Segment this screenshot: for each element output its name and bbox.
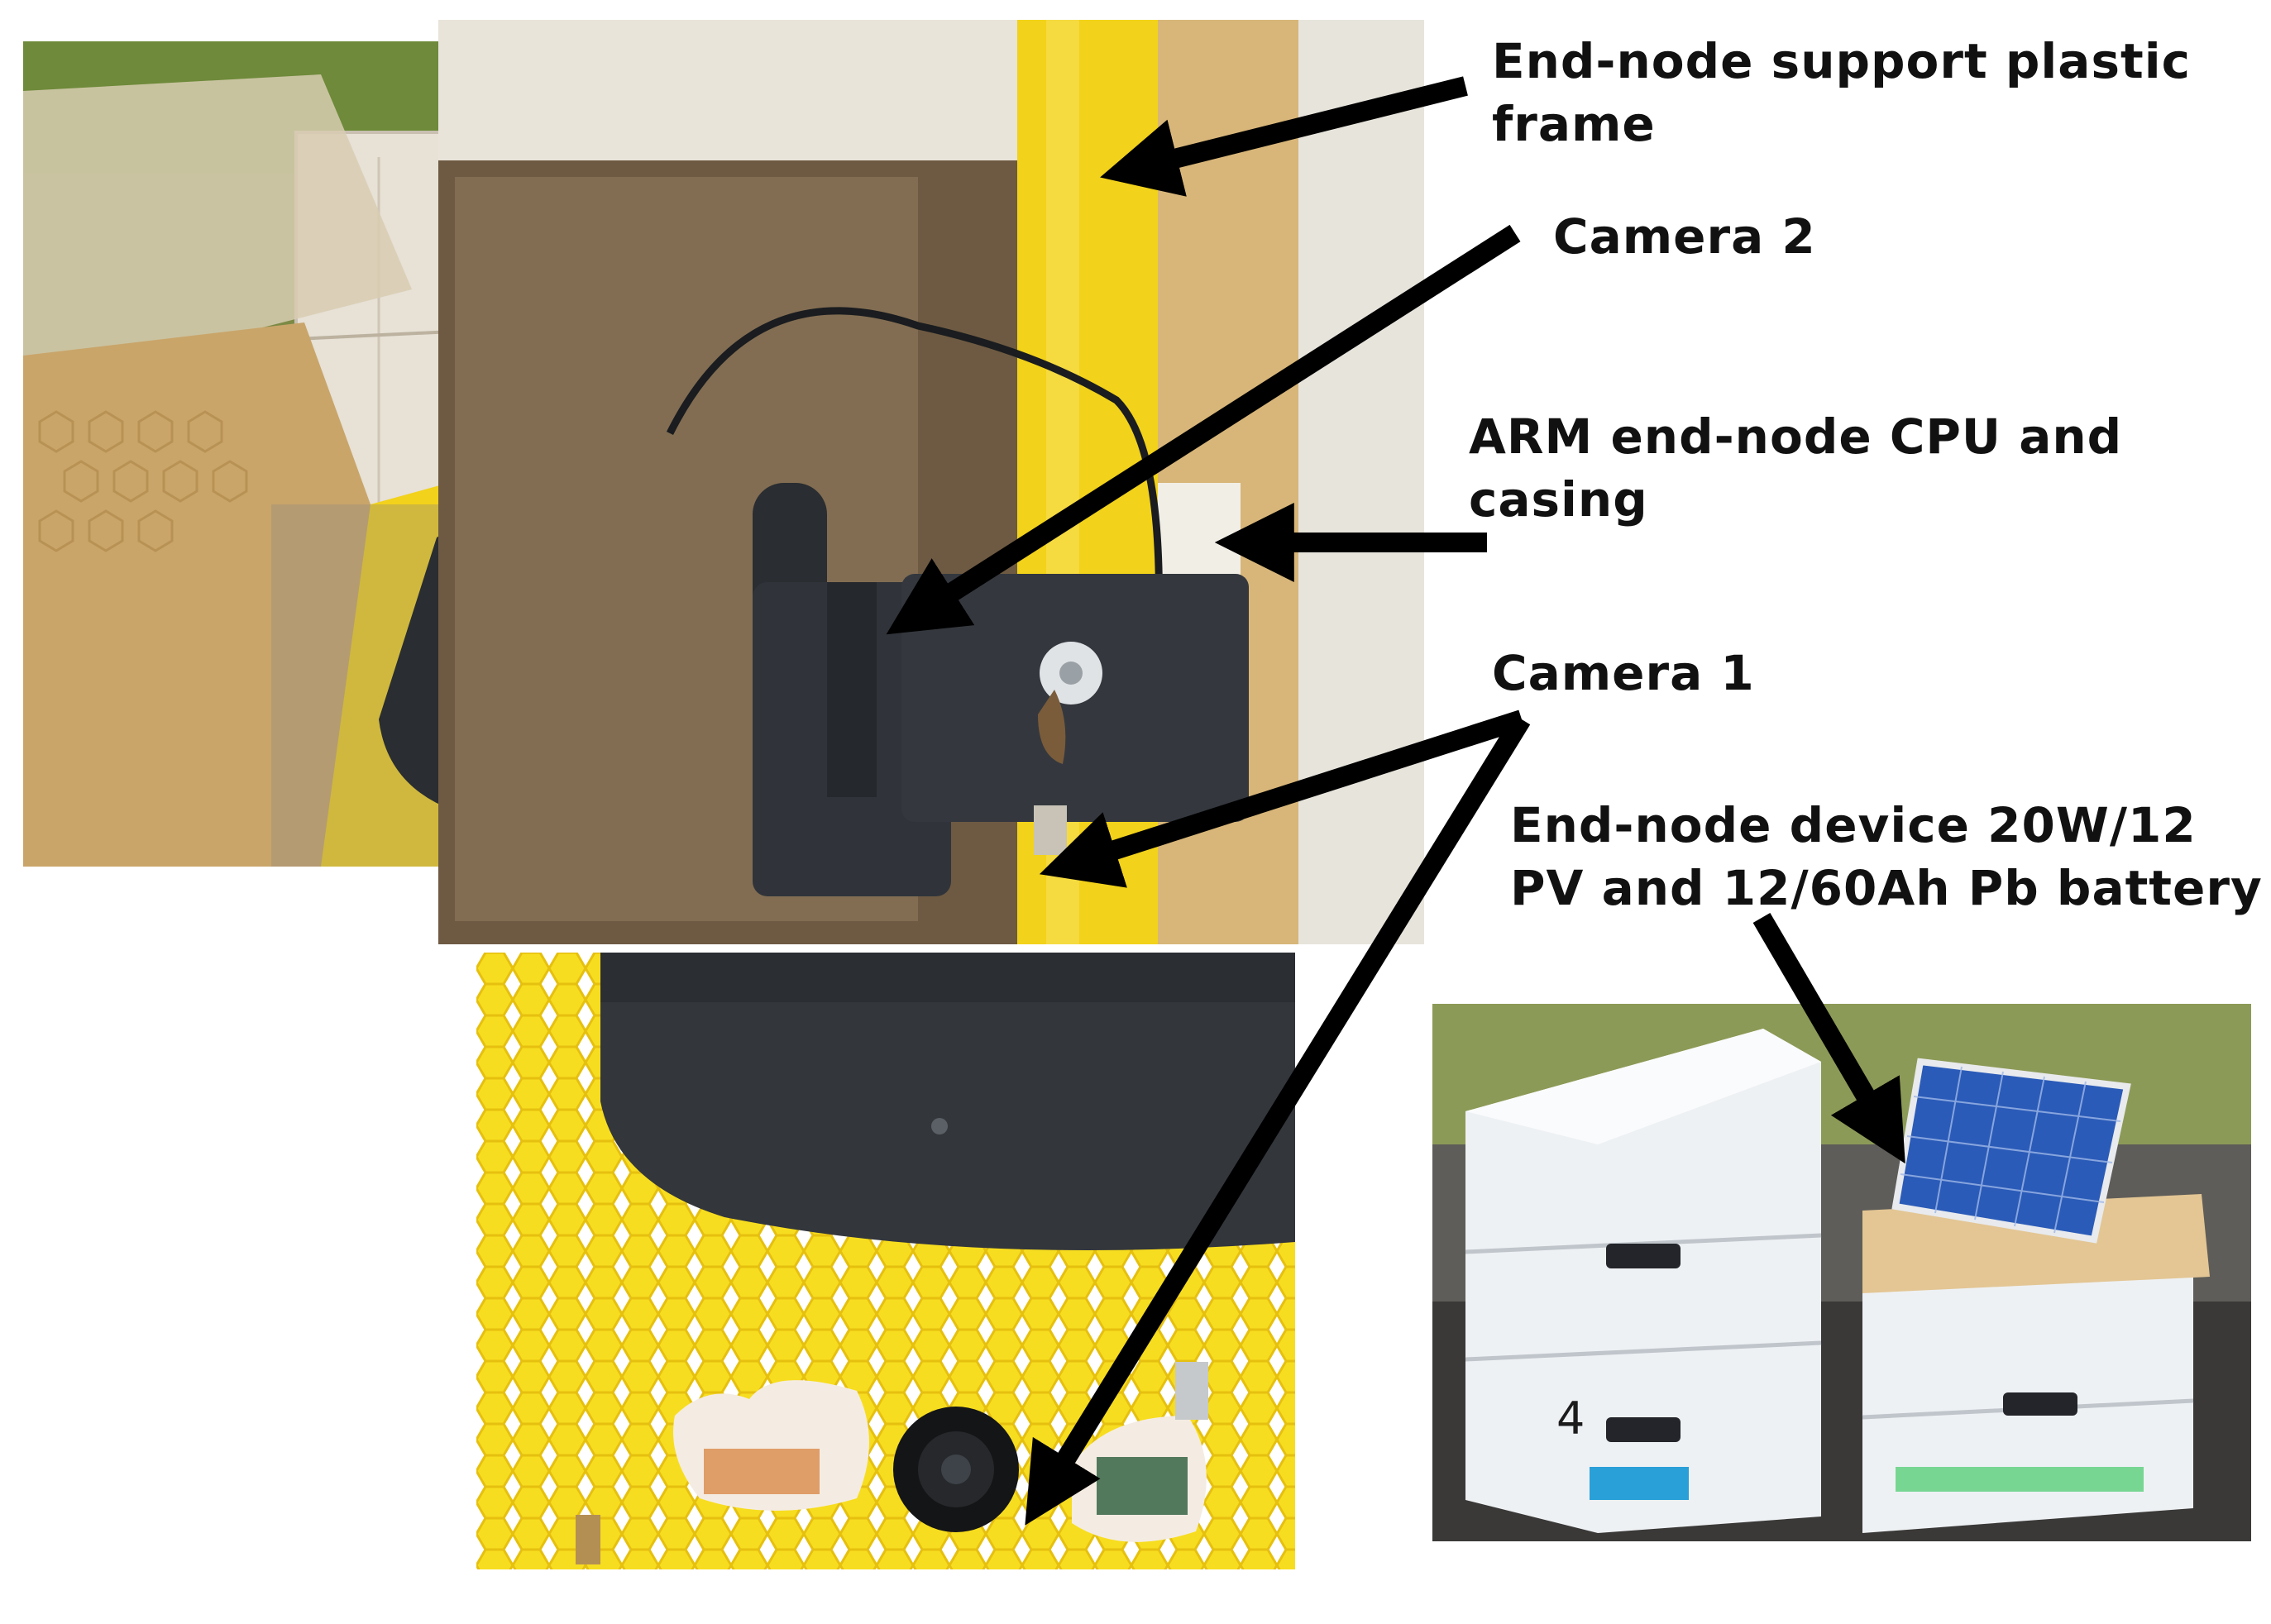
beehive-icon (1465, 1029, 1822, 1533)
label-end-node-device: End-node device 20W/12 PV and 12/60Ah Pb… (1510, 797, 2263, 916)
arrow-camera1-lower (1025, 714, 1531, 1526)
label-camera2: Camera 2 (1553, 208, 1816, 265)
beehive-icon (1862, 1194, 2210, 1533)
photo-beehives-solar: 4 (1432, 1004, 2251, 1541)
arrow-camera1-upper (1039, 709, 1525, 888)
camera1-closeup-image (476, 953, 1295, 1569)
arrow-support-frame (1100, 76, 1468, 197)
label-support-frame: End-node support plastic frame (1492, 33, 2191, 152)
arrow-camera2 (886, 224, 1521, 635)
label-camera1: Camera 1 (1492, 645, 1755, 701)
hive-number: 4 (1556, 1392, 1585, 1445)
photo-camera1-closeup (476, 953, 1295, 1569)
beehives-solar-image: 4 (1432, 1004, 2251, 1541)
camera2-closeup-image (438, 20, 1424, 944)
label-arm-cpu: ARM end-node CPU and casing (1469, 408, 2123, 528)
photo-camera2-closeup (438, 20, 1424, 944)
arrow-end-node-device (1752, 912, 1905, 1164)
